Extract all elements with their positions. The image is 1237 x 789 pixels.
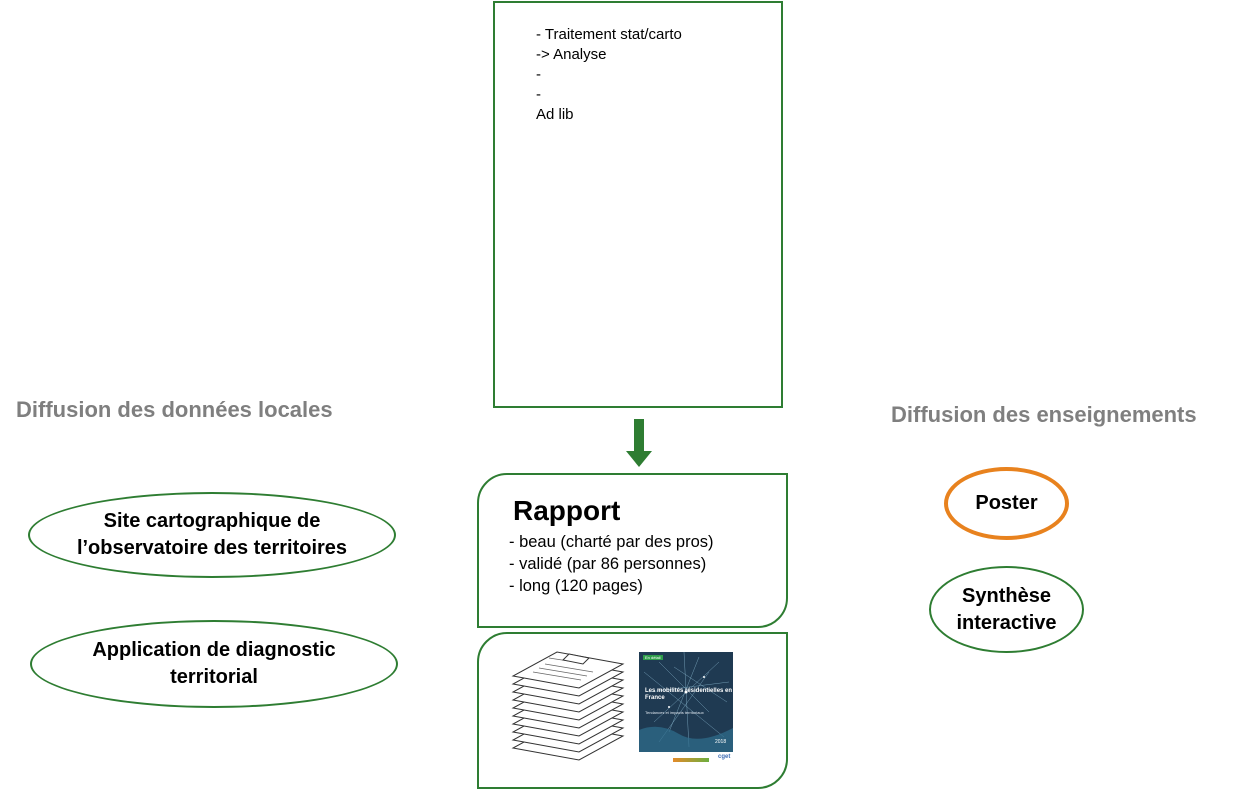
process-line: - xyxy=(536,66,541,83)
process-lines: - Traitement stat/carto -> Analyse - - A… xyxy=(536,25,682,125)
network-map-icon xyxy=(639,652,733,752)
cover-subtitle: Tendances et impacts territoriaux xyxy=(645,710,704,715)
ellipse-label: Poster xyxy=(975,492,1038,514)
right-section-heading: Diffusion des enseignements xyxy=(891,402,1197,427)
cover-year: 2018 xyxy=(715,739,727,745)
partner-logo xyxy=(673,758,709,762)
rapport-items: - beau (charté par des pros) - validé (p… xyxy=(509,531,714,597)
ellipse-site-cartographique: Site cartographique de l’observatoire de… xyxy=(28,492,396,578)
cover-tag: En détail xyxy=(643,655,663,660)
process-line: - Traitement stat/carto xyxy=(536,26,682,43)
ellipse-application-diagnostic: Application de diagnostic territorial xyxy=(30,620,398,708)
process-line: - xyxy=(536,86,541,103)
ellipse-label: Application de diagnostic territorial xyxy=(92,639,336,688)
process-line: Ad lib xyxy=(536,106,574,123)
ellipse-poster: Poster xyxy=(944,467,1069,540)
rapport-box: Rapport - beau (charté par des pros) - v… xyxy=(477,473,788,628)
left-section-heading: Diffusion des données locales xyxy=(16,397,333,422)
ellipse-synthese-interactive: Synthèse interactive xyxy=(929,566,1084,653)
rapport-item: - long (120 pages) xyxy=(509,577,643,595)
rapport-title: Rapport xyxy=(513,495,621,526)
cget-logo: cget xyxy=(718,754,731,760)
process-box: - Traitement stat/carto -> Analyse - - A… xyxy=(493,1,783,408)
process-line: -> Analyse xyxy=(536,46,607,63)
arrow-down-icon xyxy=(626,419,652,467)
ellipse-label: Synthèse interactive xyxy=(956,584,1057,634)
rapport-item: - beau (charté par des pros) xyxy=(509,533,714,551)
rapport-item: - validé (par 86 personnes) xyxy=(509,555,707,573)
ellipse-label: Site cartographique de l’observatoire de… xyxy=(76,510,348,559)
cover-title: Les mobilités résidentielles en France xyxy=(645,688,733,701)
report-cover-image: En détail Les mobilités résidentielles e… xyxy=(639,652,733,752)
paper-stack-icon xyxy=(511,651,625,761)
report-illustration-box: En détail Les mobilités résidentielles e… xyxy=(477,632,788,789)
